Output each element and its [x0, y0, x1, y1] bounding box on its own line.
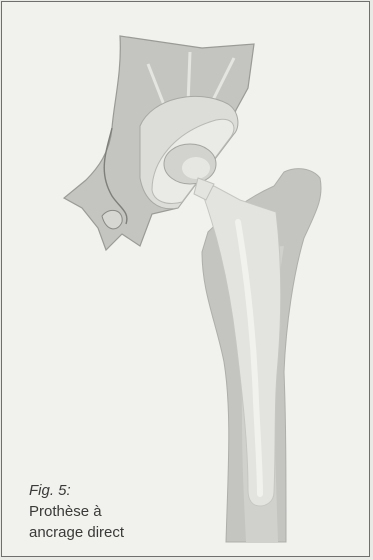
caption-line-1: Prothèse à	[29, 501, 199, 522]
femoral-head-highlight	[182, 157, 210, 179]
caption-line-2: ancrage direct	[29, 522, 199, 543]
figure-caption: Fig. 5: Prothèse à ancrage direct	[29, 480, 199, 543]
figure-label: Fig. 5:	[29, 480, 199, 501]
